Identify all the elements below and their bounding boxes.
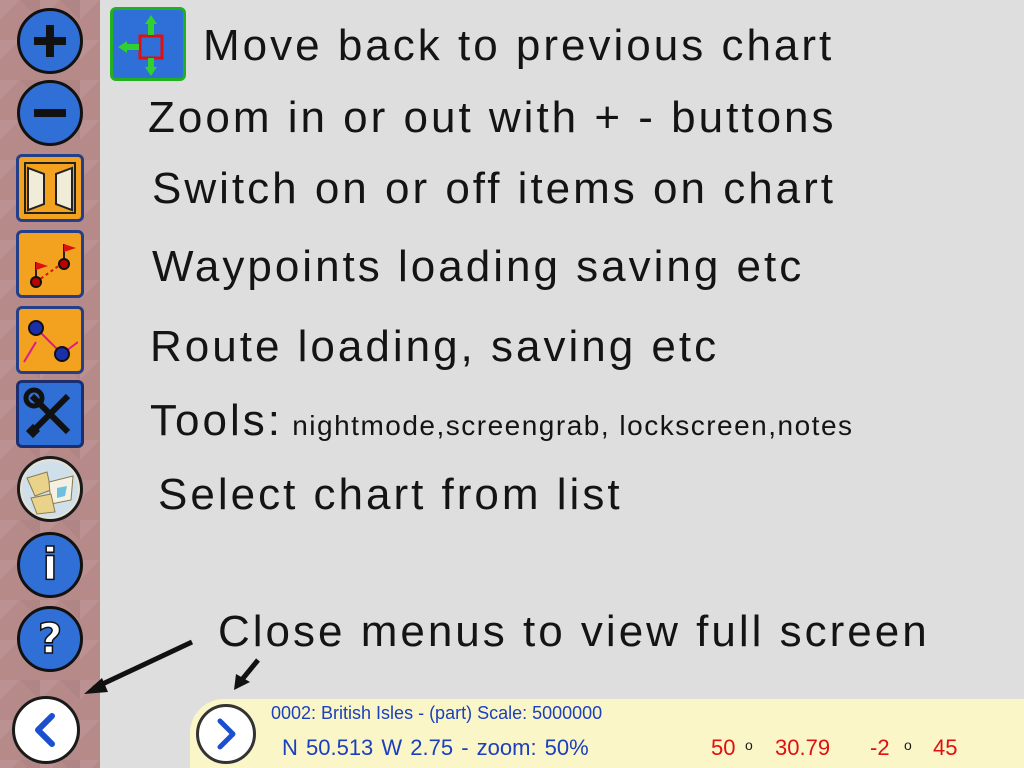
arrow-to-expand-button	[234, 658, 260, 690]
latitude-degree-symbol: o	[745, 737, 753, 753]
help-zoom: Zoom in or out with + - buttons	[148, 93, 837, 142]
info-icon: i	[42, 539, 59, 590]
position-text: N 50.513 W 2.75 - zoom: 50%	[282, 735, 589, 760]
help-tools-detail: nightmode,screengrab, lockscreen,notes	[282, 410, 854, 441]
chart-list-button[interactable]	[17, 456, 83, 522]
waypoints-button[interactable]	[16, 230, 84, 298]
waypoint-flags-icon	[25, 239, 76, 289]
help-route: Route loading, saving etc	[150, 322, 720, 371]
zoom-out-button[interactable]	[17, 80, 83, 146]
close-menus-button[interactable]	[12, 696, 80, 764]
info-button[interactable]: i	[17, 532, 83, 598]
route-icon	[23, 315, 78, 365]
help-button[interactable]: ?	[17, 606, 83, 672]
help-switch-items: Switch on or off items on chart	[152, 164, 837, 213]
status-bar: 0002: British Isles - (part) Scale: 5000…	[190, 699, 1024, 768]
arrow-to-close-button	[84, 639, 194, 694]
chart-map-icon	[22, 461, 78, 517]
latitude-degrees: 50	[711, 735, 736, 760]
expand-statusbar-button[interactable]	[196, 704, 256, 764]
help-move-back: Move back to previous chart	[203, 21, 835, 70]
zoom-in-button[interactable]	[17, 8, 83, 74]
longitude-degree-symbol: o	[904, 737, 912, 753]
toolbar-sidebar: i ?	[0, 0, 100, 768]
plus-icon	[34, 25, 66, 57]
chevron-left-icon	[35, 713, 55, 747]
layers-icon	[24, 162, 76, 214]
tools-icon	[23, 387, 71, 439]
help-select-chart: Select chart from list	[158, 470, 623, 519]
tools-button[interactable]	[16, 380, 84, 448]
previous-chart-icon[interactable]	[110, 7, 186, 81]
layers-button[interactable]	[16, 154, 84, 222]
chart-info-text: 0002: British Isles - (part) Scale: 5000…	[271, 703, 603, 723]
help-close-menus: Close menus to view full screen	[218, 607, 930, 656]
longitude-degrees: -2	[870, 735, 890, 760]
question-icon: ?	[37, 614, 63, 663]
latitude-minutes: 30.79	[775, 735, 831, 760]
help-tools: Tools: nightmode,screengrab, lockscreen,…	[150, 399, 854, 443]
route-button[interactable]	[16, 306, 84, 374]
minus-icon	[34, 109, 66, 117]
help-waypoints: Waypoints loading saving etc	[152, 242, 805, 291]
move-arrows-icon	[118, 15, 164, 76]
longitude-minutes: 45	[933, 735, 958, 760]
chevron-right-icon	[217, 718, 236, 750]
help-tools-label: Tools:	[150, 396, 283, 445]
